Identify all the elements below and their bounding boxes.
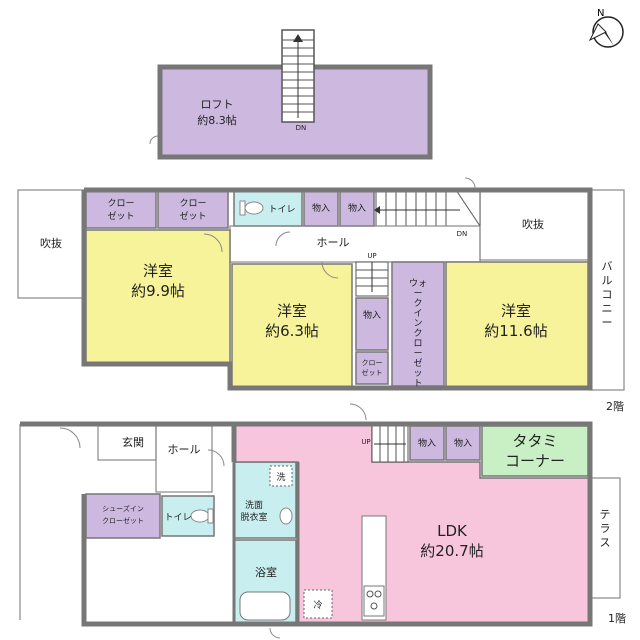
small-closet-line2: ゼット [362, 368, 383, 377]
closet-top-1 [85, 189, 157, 229]
walkin-closet-label: ウォ ー ク イ ン ク ロ ー ゼ ッ ト [409, 278, 427, 389]
tatami-line2: コーナー [505, 452, 565, 470]
floor-label-1f: 1階 [608, 611, 626, 625]
svg-text:ロ: ロ [413, 339, 422, 349]
closet1-line2: ゼット [107, 210, 134, 222]
room-2f-b-name: 洋室 [277, 302, 307, 320]
loft-area-value: 約8.3帖 [197, 113, 237, 127]
room-2f-a [85, 229, 231, 365]
ldk-name: LDK [437, 522, 468, 540]
stair-2f-upper-steps [374, 189, 481, 227]
closet1-line1: クロー [107, 198, 134, 209]
closet-top-2 [157, 189, 229, 229]
svg-text:ー: ー [413, 349, 422, 359]
svg-text:イ: イ [413, 309, 422, 319]
svg-text:ク: ク [413, 298, 422, 309]
shoe-closet-line2: クローゼット [102, 516, 144, 525]
loft-stair-dn: DN [296, 124, 307, 132]
hall-1f [155, 425, 213, 493]
hall-2f [229, 225, 481, 263]
balcony-label: バ ル コ ニ ー [602, 260, 613, 329]
washer-space [269, 465, 293, 487]
svg-text:テ: テ [600, 508, 611, 521]
loft-name: ロフト [201, 98, 234, 111]
small-closet-line1: クロー [362, 359, 383, 367]
stair-2f-up: UP [367, 252, 376, 260]
storage-2f-1-label: 物入 [312, 202, 330, 214]
fridge-label: 冷 [313, 599, 322, 611]
washer-label: 洗 [276, 471, 285, 483]
loft-area: DN ロフト 約8.3帖 [149, 29, 433, 160]
stair-2f-upper [375, 189, 481, 227]
wash-line1: 洗面 [245, 499, 263, 511]
storage-2f-2 [339, 189, 375, 227]
small-closet-2f [355, 351, 389, 385]
closet2-line1: クロー [179, 198, 206, 209]
hall-1f-label: ホール [168, 443, 201, 456]
svg-text:ニ: ニ [602, 302, 613, 315]
room-2f-b-area: 約6.3帖 [265, 322, 319, 340]
loft-stair-steps [282, 34, 314, 118]
svg-text:コ: コ [602, 288, 613, 301]
void-right-label: 吹抜 [522, 217, 544, 231]
hall-2f-label: ホール [317, 236, 350, 249]
tatami-line1: タタミ [512, 432, 557, 450]
ldk-area: 約20.7帖 [420, 542, 483, 560]
svg-text:ゼ: ゼ [413, 357, 422, 369]
storage-2f-3 [355, 297, 389, 351]
svg-text:ン: ン [413, 319, 422, 329]
storage-1f-1-label: 物入 [418, 437, 436, 449]
svg-text:ト: ト [413, 379, 422, 389]
shoe-closet-line1: シューズイン [102, 504, 144, 513]
shoe-closet [85, 493, 161, 539]
svg-text:バ: バ [602, 260, 613, 273]
svg-text:ク: ク [413, 328, 422, 339]
fridge-space [303, 589, 333, 619]
compass-letter: N [597, 8, 604, 19]
terrace-label: テ ラ ス [600, 508, 611, 549]
room-2f-a-name: 洋室 [143, 262, 173, 280]
void-left-label: 吹抜 [40, 236, 62, 250]
room-2f-c-area: 約11.6帖 [484, 322, 547, 340]
floor-label-2f: 2階 [606, 399, 624, 413]
toilet-2f-label: トイレ [268, 205, 295, 215]
closet2-line2: ゼット [179, 210, 206, 222]
first-floor: UP 玄関 ホール シューズイン クローゼット トイレ 洗面 脱衣室 洗 [19, 403, 626, 639]
svg-text:ー: ー [413, 289, 422, 299]
compass-icon: N [588, 8, 624, 48]
bath-label: 浴室 [255, 565, 277, 579]
svg-text:ス: ス [600, 536, 611, 549]
toilet-1f-label: トイレ [164, 513, 191, 523]
stair-2f-dn: DN [457, 230, 468, 238]
wash-line2: 脱衣室 [240, 511, 267, 523]
storage-2f-3-label-1: 物入 [363, 309, 381, 321]
entrance-label: 玄関 [122, 435, 144, 449]
room-2f-c [445, 261, 589, 389]
room-2f-c-name: 洋室 [501, 302, 531, 320]
stair-2f-lower-steps [356, 262, 388, 292]
stair-1f-up: UP [361, 438, 370, 446]
storage-1f-2-label: 物入 [454, 437, 472, 449]
svg-text:ル: ル [602, 274, 613, 287]
stair-1f-steps [374, 426, 406, 462]
room-2f-a-area: 約9.9帖 [131, 282, 185, 300]
bathtub [239, 591, 291, 621]
stove [363, 585, 385, 617]
loft-door [149, 135, 159, 145]
svg-text:ウォ: ウォ [409, 278, 427, 289]
svg-text:ー: ー [602, 316, 613, 329]
svg-text:ラ: ラ [600, 522, 611, 535]
svg-text:ッ: ッ [413, 369, 422, 379]
storage-2f-2-label: 物入 [348, 202, 366, 214]
second-floor: DN UP 吹抜 吹抜 クロー ゼット クロー ゼット トイレ [17, 177, 625, 413]
